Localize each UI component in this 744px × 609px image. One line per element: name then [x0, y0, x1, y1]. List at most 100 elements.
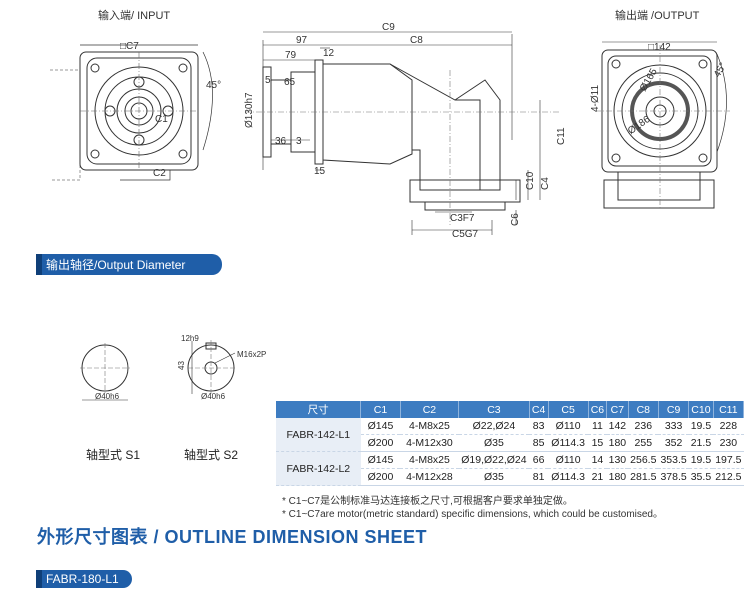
table-cell: 21.5 [688, 434, 714, 452]
table-cell: 4-M12x28 [400, 468, 459, 486]
table-cell: 142 [606, 418, 629, 435]
dim-3: 3 [296, 136, 302, 147]
input-c2-dim: C2 [153, 168, 166, 179]
dim-5: 5 [265, 75, 271, 86]
model-cell: FABR-142-L2 [276, 451, 361, 486]
table-cell: 4-M12x30 [400, 434, 459, 452]
input-square-dim: □C7 [120, 41, 139, 52]
shaft-s2-drawing [187, 340, 236, 394]
output-diameter-title: 输出轴径/Output Diameter [36, 254, 222, 275]
table-cell: 66 [529, 451, 549, 469]
c10-dim: C10 [525, 171, 536, 190]
table-cell: Ø22,Ø24 [458, 418, 530, 435]
table-header-cell: C5 [548, 401, 589, 418]
table-row: Ø200 4-M12x28 Ø35 81 Ø114.3 21 180 281.5… [276, 468, 744, 486]
table-cell: 333 [658, 418, 689, 435]
note-cn: * C1~C7是公制标准马达连接板之尺寸,可根据客户要求单独定做。 [282, 496, 573, 507]
sheet-heading: 外形尺寸图表 / OUTLINE DIMENSION SHEET [37, 527, 428, 547]
output-square-dim: □142 [648, 42, 671, 53]
next-model-label: FABR-180-L1 [36, 570, 132, 588]
table-header-cell: C6 [588, 401, 608, 418]
table-cell: 83 [529, 418, 549, 435]
table-cell: Ø114.3 [548, 434, 589, 452]
dim-97: 97 [296, 35, 308, 46]
shaft-s1-drawing [80, 343, 130, 401]
c9-dim: C9 [382, 22, 395, 33]
dim-36: 36 [275, 136, 287, 147]
note-en: * C1~C7are motor(metric standard) specif… [282, 509, 663, 520]
table-cell: 180 [606, 434, 629, 452]
table-cell: 19.5 [688, 451, 714, 469]
table-cell: 130 [606, 451, 629, 469]
table-cell: Ø110 [548, 418, 589, 435]
table-cell: 212.5 [713, 468, 744, 486]
table-header-cell: C3 [458, 401, 530, 418]
table-cell: 353.5 [658, 451, 689, 469]
c5-dim: C5G7 [452, 229, 479, 240]
s1-dia-dim: Ø40h6 [95, 392, 120, 401]
table-cell: Ø19,Ø22,Ø24 [458, 451, 530, 469]
s2-height-dim: 43 [177, 361, 186, 370]
table-row: FABR-142-L2 Ø145 4-M8x25 Ø19,Ø22,Ø24 66 … [276, 451, 744, 486]
table-cell: Ø200 [360, 434, 401, 452]
table-header-cell: C2 [400, 401, 460, 418]
c11-dim: C11 [556, 127, 567, 145]
table-cell: 21 [588, 468, 607, 486]
table-cell: 228 [713, 418, 744, 435]
table-cell: 352 [658, 434, 689, 452]
table-cell: 236 [628, 418, 659, 435]
table-cell: 180 [606, 468, 629, 486]
dim-65: 65 [284, 77, 296, 88]
table-cell: 15 [588, 434, 607, 452]
table-cell: 4-M8x25 [400, 418, 459, 435]
table-header-cell: C1 [360, 401, 401, 418]
s1-label: 轴型式 S1 [86, 448, 141, 462]
model-cell: FABR-142-L1 [276, 418, 361, 452]
table-cell: Ø110 [548, 451, 589, 469]
s2-dia-dim: Ø40h6 [201, 392, 226, 401]
table-header-cell: C4 [529, 401, 549, 418]
table-cell: 230 [713, 434, 744, 452]
dim-15: 15 [314, 166, 326, 177]
s2-key-dim: 12h9 [181, 334, 199, 343]
table-cell: Ø200 [360, 468, 401, 486]
table-row: Ø200 4-M12x30 Ø35 85 Ø114.3 15 180 255 3… [276, 434, 744, 452]
table-cell: Ø35 [458, 434, 530, 452]
input-end-view-drawing [50, 44, 213, 181]
c4-dim: C4 [540, 177, 551, 190]
dim-79: 79 [285, 50, 297, 61]
c8-dim: C8 [410, 35, 423, 46]
dim-130h7: Ø130h7 [244, 92, 255, 128]
side-view-drawing [245, 31, 560, 235]
table-cell: 81 [529, 468, 549, 486]
table-cell: 255 [628, 434, 659, 452]
input-c1-dim: C1 [155, 114, 168, 125]
input-angle-dim: 45° [206, 80, 222, 91]
table-row: FABR-142-L1 Ø145 4-M8x25 Ø22,Ø24 83 Ø110… [276, 418, 744, 452]
dim-12: 12 [323, 48, 335, 59]
table-cell: 256.5 [628, 451, 659, 469]
table-header-cell: C9 [658, 401, 690, 418]
s2-label: 轴型式 S2 [184, 448, 239, 462]
table-header-cell: C8 [628, 401, 659, 418]
table-cell: Ø145 [360, 418, 401, 435]
table-cell: 14 [588, 451, 607, 469]
table-cell: 35.5 [688, 468, 714, 486]
table-cell: 4-M8x25 [400, 451, 459, 469]
table-cell: Ø35 [458, 468, 530, 486]
c3-dim: C3F7 [450, 213, 475, 224]
table-header-cell: C7 [606, 401, 629, 418]
output-end-view-drawing [595, 41, 730, 210]
table-cell: 85 [529, 434, 549, 452]
s2-thread-dim: M16x2P [237, 350, 267, 359]
table-cell: Ø114.3 [548, 468, 589, 486]
input-view-label: 输入端/ INPUT [98, 10, 171, 22]
table-cell: 197.5 [713, 451, 744, 469]
dimension-table: 尺寸 C1 C2 C3 C4 C5 C6 C7 C8 C9 C10 C11 FA… [276, 401, 744, 486]
output-holes-dim: 4-Ø11 [590, 84, 601, 112]
output-view-label: 输出端 /OUTPUT [615, 10, 700, 22]
table-cell: Ø145 [360, 451, 401, 469]
table-header-cell: 尺寸 [276, 401, 362, 418]
table-header-cell: C10 [688, 401, 714, 418]
table-cell: 19.5 [688, 418, 714, 435]
